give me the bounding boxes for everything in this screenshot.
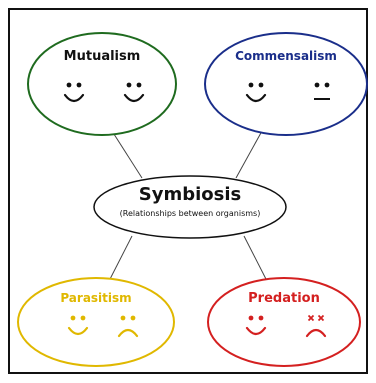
smile-face-icon [245, 82, 267, 103]
node-label-commensalism: Commensalism [235, 49, 337, 63]
node-commensalism: Commensalism [204, 32, 368, 136]
center-subtitle: (Relationships between organisms) [120, 209, 261, 218]
node-parasitism: Parasitism [17, 277, 175, 367]
connector-commensalism [235, 130, 263, 179]
connector-predation [243, 235, 269, 284]
smile-face-icon [67, 315, 89, 336]
neutral-face-icon [314, 82, 330, 100]
center-node: Symbiosis (Relationships between organis… [93, 175, 287, 239]
node-label-mutualism: Mutualism [64, 49, 141, 64]
smile-face-icon [123, 82, 145, 103]
smile-face-icon [245, 315, 267, 336]
connector-mutualism [111, 130, 143, 179]
dead-frown-face-icon [305, 314, 327, 338]
node-label-predation: Predation [248, 291, 320, 306]
center-title: Symbiosis [139, 184, 241, 205]
connector-parasitism [107, 235, 133, 284]
node-label-parasitism: Parasitism [60, 291, 131, 305]
node-predation: Predation [207, 277, 361, 367]
smile-face-icon [63, 82, 85, 103]
connector-lines [107, 130, 269, 284]
frown-face-icon [117, 315, 139, 338]
node-mutualism: Mutualism [27, 32, 177, 136]
